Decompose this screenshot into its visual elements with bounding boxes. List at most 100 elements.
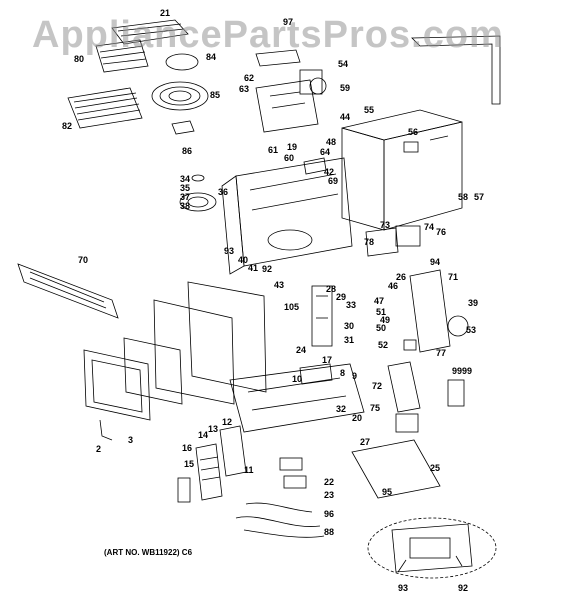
part-callout: 70 <box>78 255 89 265</box>
part-callout: 22 <box>324 477 335 487</box>
fan-motor-assembly <box>255 49 327 133</box>
lower-right-assembly <box>351 361 465 499</box>
part-callout: 8 <box>340 368 346 378</box>
part-callout: 43 <box>274 280 285 290</box>
cover-plate <box>171 120 195 135</box>
part-callout: 54 <box>338 59 349 69</box>
part-callout: 2 <box>96 444 102 454</box>
part-callout: 92 <box>262 264 273 274</box>
turntable-tray <box>151 81 209 111</box>
oven-cavity <box>221 157 353 275</box>
part-callout: 74 <box>424 222 435 232</box>
part-callout: 23 <box>324 490 335 500</box>
part-callout: 37 <box>180 192 191 202</box>
part-callout: 46 <box>388 281 399 291</box>
part-callout: 9 <box>352 371 358 381</box>
part-callout: 17 <box>322 355 333 365</box>
part-callout: 20 <box>352 413 363 423</box>
part-callout: 42 <box>324 167 335 177</box>
part-callout: 58 <box>458 192 469 202</box>
part-callout: 96 <box>324 509 335 519</box>
part-callout: 76 <box>436 227 447 237</box>
part-callout: 72 <box>372 381 383 391</box>
part-callout: 39 <box>468 298 479 308</box>
part-callout: 14 <box>198 430 209 440</box>
part-callout: 55 <box>364 105 375 115</box>
side-chassis <box>311 225 469 353</box>
part-callout: 69 <box>328 176 339 186</box>
part-callout: 75 <box>370 403 381 413</box>
part-callout: 78 <box>364 237 375 247</box>
part-callout: 31 <box>344 335 355 345</box>
part-callout: 10 <box>292 374 303 384</box>
part-callout: 80 <box>74 54 85 64</box>
part-callout: 28 <box>326 284 337 294</box>
wire-rack <box>67 87 143 129</box>
part-callout: 40 <box>238 255 249 265</box>
roller-ring <box>165 53 199 71</box>
part-callout: 64 <box>320 147 331 157</box>
part-callout: 15 <box>184 459 195 469</box>
part-callout: 71 <box>448 272 459 282</box>
mounting-bracket <box>411 35 501 105</box>
part-callout: 21 <box>160 8 171 18</box>
part-callout: 30 <box>344 321 355 331</box>
art-number: (ART NO. WB11922) C6 <box>104 548 193 557</box>
part-callout: 94 <box>430 257 441 267</box>
vent-strip <box>17 263 119 319</box>
part-callout: 88 <box>324 527 335 537</box>
part-callout: 3 <box>128 435 134 445</box>
part-callout: 13 <box>208 424 219 434</box>
part-callout: 95 <box>382 487 393 497</box>
part-callout: 27 <box>360 437 371 447</box>
part-callout: 61 <box>268 145 279 155</box>
part-callout: 77 <box>436 348 447 358</box>
part-callout: 44 <box>340 112 351 122</box>
part-callout: 73 <box>380 220 391 230</box>
part-callout: 19 <box>287 142 298 152</box>
part-callout: 57 <box>474 192 485 202</box>
vent-grille <box>95 19 189 73</box>
part-callout: 85 <box>210 90 221 100</box>
part-callout: 25 <box>430 463 441 473</box>
part-callout: 26 <box>396 272 407 282</box>
part-callout: 105 <box>284 302 300 312</box>
part-callout: 49 <box>380 315 391 325</box>
part-callout: 86 <box>182 146 193 156</box>
control-panel <box>177 425 247 503</box>
door-assembly <box>83 281 267 441</box>
part-callout: 51 <box>376 307 387 317</box>
part-callout: 62 <box>244 73 255 83</box>
part-callout: 32 <box>336 404 347 414</box>
part-callout: 36 <box>218 187 229 197</box>
inset-callout: 93 <box>398 583 409 593</box>
part-callout: 38 <box>180 201 191 211</box>
inset-detail <box>367 517 497 579</box>
stirrer-fan <box>179 192 217 212</box>
wire-harness <box>235 502 325 538</box>
part-callout: 47 <box>374 296 385 306</box>
part-callout: 59 <box>340 83 351 93</box>
part-callout: 53 <box>466 325 477 335</box>
outer-case <box>341 109 463 231</box>
part-callout: 48 <box>326 137 337 147</box>
part-callout: 60 <box>284 153 295 163</box>
part-callout: 9999 <box>452 366 473 376</box>
part-callout: 93 <box>224 246 235 256</box>
part-callout: 33 <box>346 300 357 310</box>
part-callout: 11 <box>244 465 254 475</box>
part-callout: 84 <box>206 52 217 62</box>
base-plate <box>229 363 365 433</box>
part-callout: 35 <box>180 183 191 193</box>
part-callout: 16 <box>182 443 193 453</box>
part-callout: 12 <box>222 417 233 427</box>
watermark: AppliancePartsPros.com <box>32 14 504 56</box>
part-callout: 97 <box>283 17 294 27</box>
inset-callout: 92 <box>458 583 469 593</box>
part-callout: 56 <box>408 127 419 137</box>
part-callout: 24 <box>296 345 307 355</box>
part-callout: 29 <box>336 292 347 302</box>
part-callout: 52 <box>378 340 389 350</box>
